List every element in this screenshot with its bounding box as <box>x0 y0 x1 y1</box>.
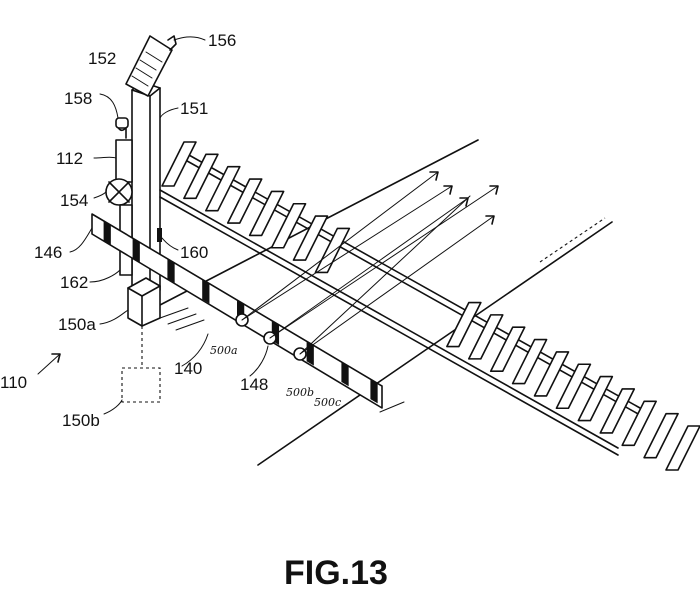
label-112: 112 <box>56 149 83 168</box>
label-148: 148 <box>240 375 268 394</box>
label-500b: 500b <box>286 386 314 399</box>
railroad-tie <box>644 414 678 458</box>
label-156: 156 <box>208 31 236 50</box>
label-158: 158 <box>64 89 92 108</box>
label-500c: 500c <box>314 396 341 409</box>
label-162: 162 <box>60 273 88 292</box>
label-152: 152 <box>88 49 116 68</box>
label-150b: 150b <box>62 411 100 430</box>
label-500a: 500a <box>210 344 238 357</box>
control-box <box>122 278 160 402</box>
label-146: 146 <box>34 243 62 262</box>
label-110: 110 <box>0 373 27 392</box>
label-140: 140 <box>174 359 202 378</box>
figure-caption: FIG.13 <box>284 554 388 592</box>
label-154: 154 <box>60 191 88 210</box>
label-150a: 150a <box>58 315 96 334</box>
railroad-tie <box>666 426 700 470</box>
label-160: 160 <box>180 243 208 262</box>
label-151: 151 <box>180 99 208 118</box>
